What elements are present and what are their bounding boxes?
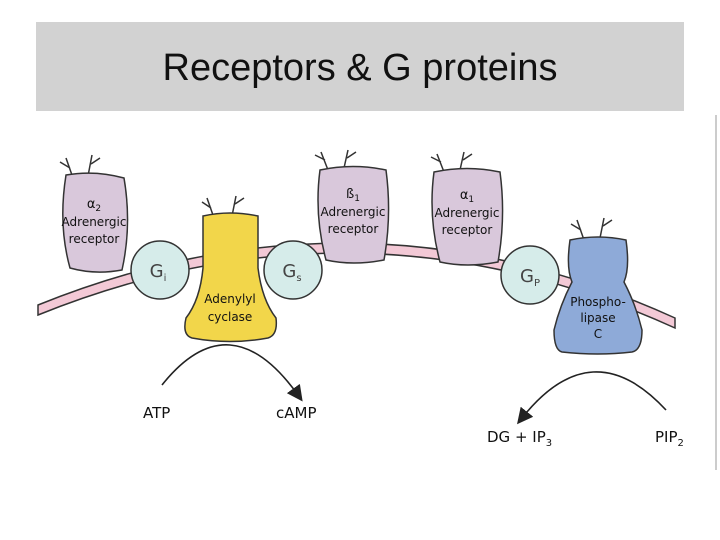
dg-ip3-main: DG + IP	[487, 428, 546, 446]
slide-title: Receptors & G proteins	[162, 47, 558, 89]
beta1-receptor: ß1 Adrenergic receptor	[314, 149, 390, 264]
adenylyl-line2: cyclase	[208, 310, 253, 324]
camp-label: cAMP	[276, 404, 317, 422]
svg-text:PIP2: PIP2	[655, 428, 684, 449]
alpha2-symbol: α	[87, 197, 96, 212]
pip2-dg-arrow	[517, 371, 667, 425]
enzyme-antenna-icon	[570, 217, 613, 241]
beta1-symbol: ß	[346, 187, 354, 202]
title-bar: Receptors & G proteins	[36, 22, 684, 111]
beta1-line3: receptor	[328, 222, 379, 236]
svg-text:ß1: ß1	[346, 187, 360, 204]
gp-sub: P	[534, 278, 540, 289]
atp-label: ATP	[143, 404, 170, 422]
phospholipase-line2: lipase	[580, 311, 615, 325]
phospholipase-line3: C	[594, 327, 602, 341]
gs-main: G	[282, 261, 296, 282]
alpha1-receptor: α1 Adrenergic receptor	[430, 151, 504, 266]
beta1-line2: Adrenergic	[321, 205, 386, 219]
receptor-antenna-icon	[430, 151, 473, 173]
receptor-antenna-icon	[59, 154, 101, 179]
alpha1-line3: receptor	[442, 223, 493, 237]
beta1-subscript: 1	[354, 194, 360, 204]
phospholipase-c: Phospho- lipase C	[553, 217, 643, 355]
pip2-sub: 2	[678, 438, 684, 449]
dg-ip3-sub: 3	[546, 438, 552, 449]
alpha1-symbol: α	[460, 188, 469, 203]
alpha2-line3: receptor	[69, 232, 120, 246]
svg-text:α2: α2	[87, 197, 101, 214]
phospholipase-line1: Phospho-	[570, 295, 626, 309]
atp-camp-arrow	[161, 344, 303, 402]
svg-text:GP: GP	[520, 266, 540, 289]
svg-text:DG + IP3: DG + IP3	[487, 428, 552, 449]
pip2-main: PIP	[655, 428, 678, 446]
gp-protein: GP	[500, 245, 560, 305]
svg-text:α1: α1	[460, 188, 474, 205]
svg-text:Gi: Gi	[150, 261, 167, 284]
gi-protein: Gi	[130, 240, 190, 300]
alpha1-line2: Adrenergic	[435, 206, 500, 220]
gi-sub: i	[164, 273, 167, 284]
alpha2-line2: Adrenergic	[62, 215, 127, 229]
alpha2-receptor: α2 Adrenergic receptor	[59, 154, 129, 273]
gp-main: G	[520, 266, 534, 287]
gi-main: G	[150, 261, 164, 282]
alpha2-subscript: 2	[95, 204, 101, 214]
svg-text:Gs: Gs	[282, 261, 301, 284]
adenylyl-cyclase: Adenylyl cyclase	[184, 195, 278, 343]
receptor-antenna-icon	[314, 149, 357, 171]
enzyme-antenna-icon	[201, 195, 245, 219]
alpha1-subscript: 1	[468, 195, 474, 205]
gs-sub: s	[296, 273, 301, 284]
gs-protein: Gs	[263, 240, 323, 300]
adenylyl-line1: Adenylyl	[204, 292, 255, 306]
